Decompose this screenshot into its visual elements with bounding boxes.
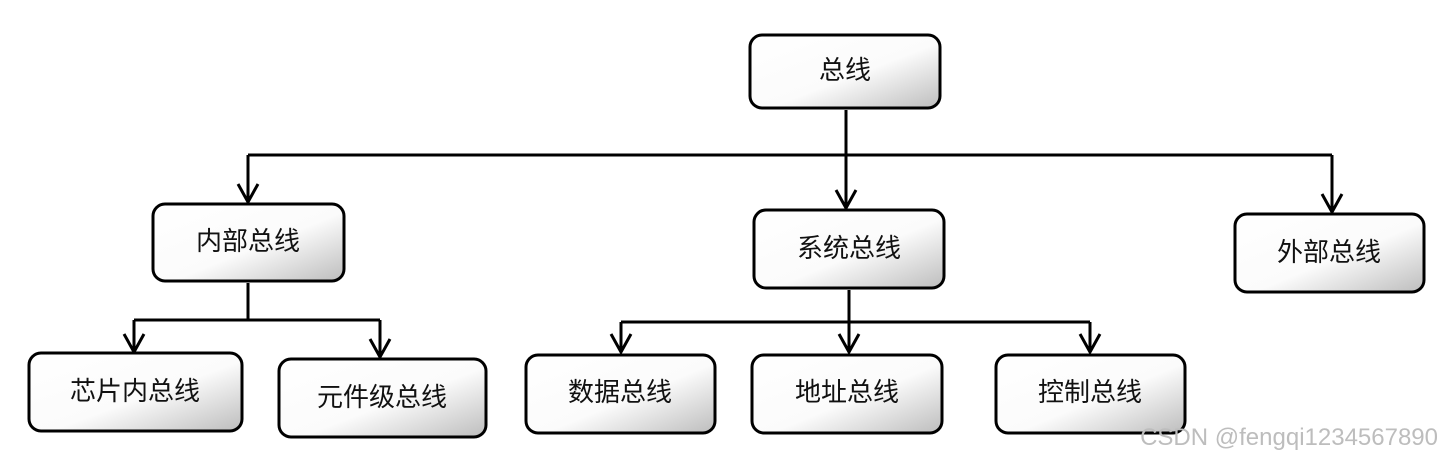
node-internal-bus: 内部总线 [151,202,346,283]
node-data-bus: 数据总线 [524,353,717,435]
node-bus: 总线 [748,33,942,110]
node-label-bus: 总线 [819,56,871,86]
node-label-external-bus: 外部总线 [1277,238,1381,268]
connectors-internal-bus-children [122,283,392,361]
node-label-data-bus: 数据总线 [568,378,672,408]
node-system-bus: 系统总线 [752,208,946,290]
node-label-internal-bus: 内部总线 [196,227,300,257]
node-address-bus: 地址总线 [750,353,944,435]
node-label-on-chip-bus: 芯片内总线 [70,377,200,407]
arrow-head-internal-bus [236,183,260,206]
arrow-head-control-bus [1078,333,1102,356]
connectors-system-bus-children [609,290,1102,356]
arrow-head-address-bus [837,333,861,356]
node-label-system-bus: 系统总线 [797,234,901,264]
connectors-level-1 [236,110,1344,216]
node-component-bus: 元件级总线 [277,357,488,439]
node-label-control-bus: 控制总线 [1038,378,1142,408]
arrow-head-component-bus [368,338,392,361]
node-on-chip-bus: 芯片内总线 [27,351,244,433]
arrow-head-external-bus [1320,193,1344,216]
node-control-bus: 控制总线 [994,353,1187,435]
watermark-text: CSDN @fengqi1234567890 [1140,424,1438,451]
node-label-component-bus: 元件级总线 [317,383,447,413]
node-label-address-bus: 地址总线 [795,378,899,408]
arrow-head-data-bus [609,333,633,356]
node-external-bus: 外部总线 [1233,212,1426,294]
arrow-head-system-bus [834,189,858,212]
